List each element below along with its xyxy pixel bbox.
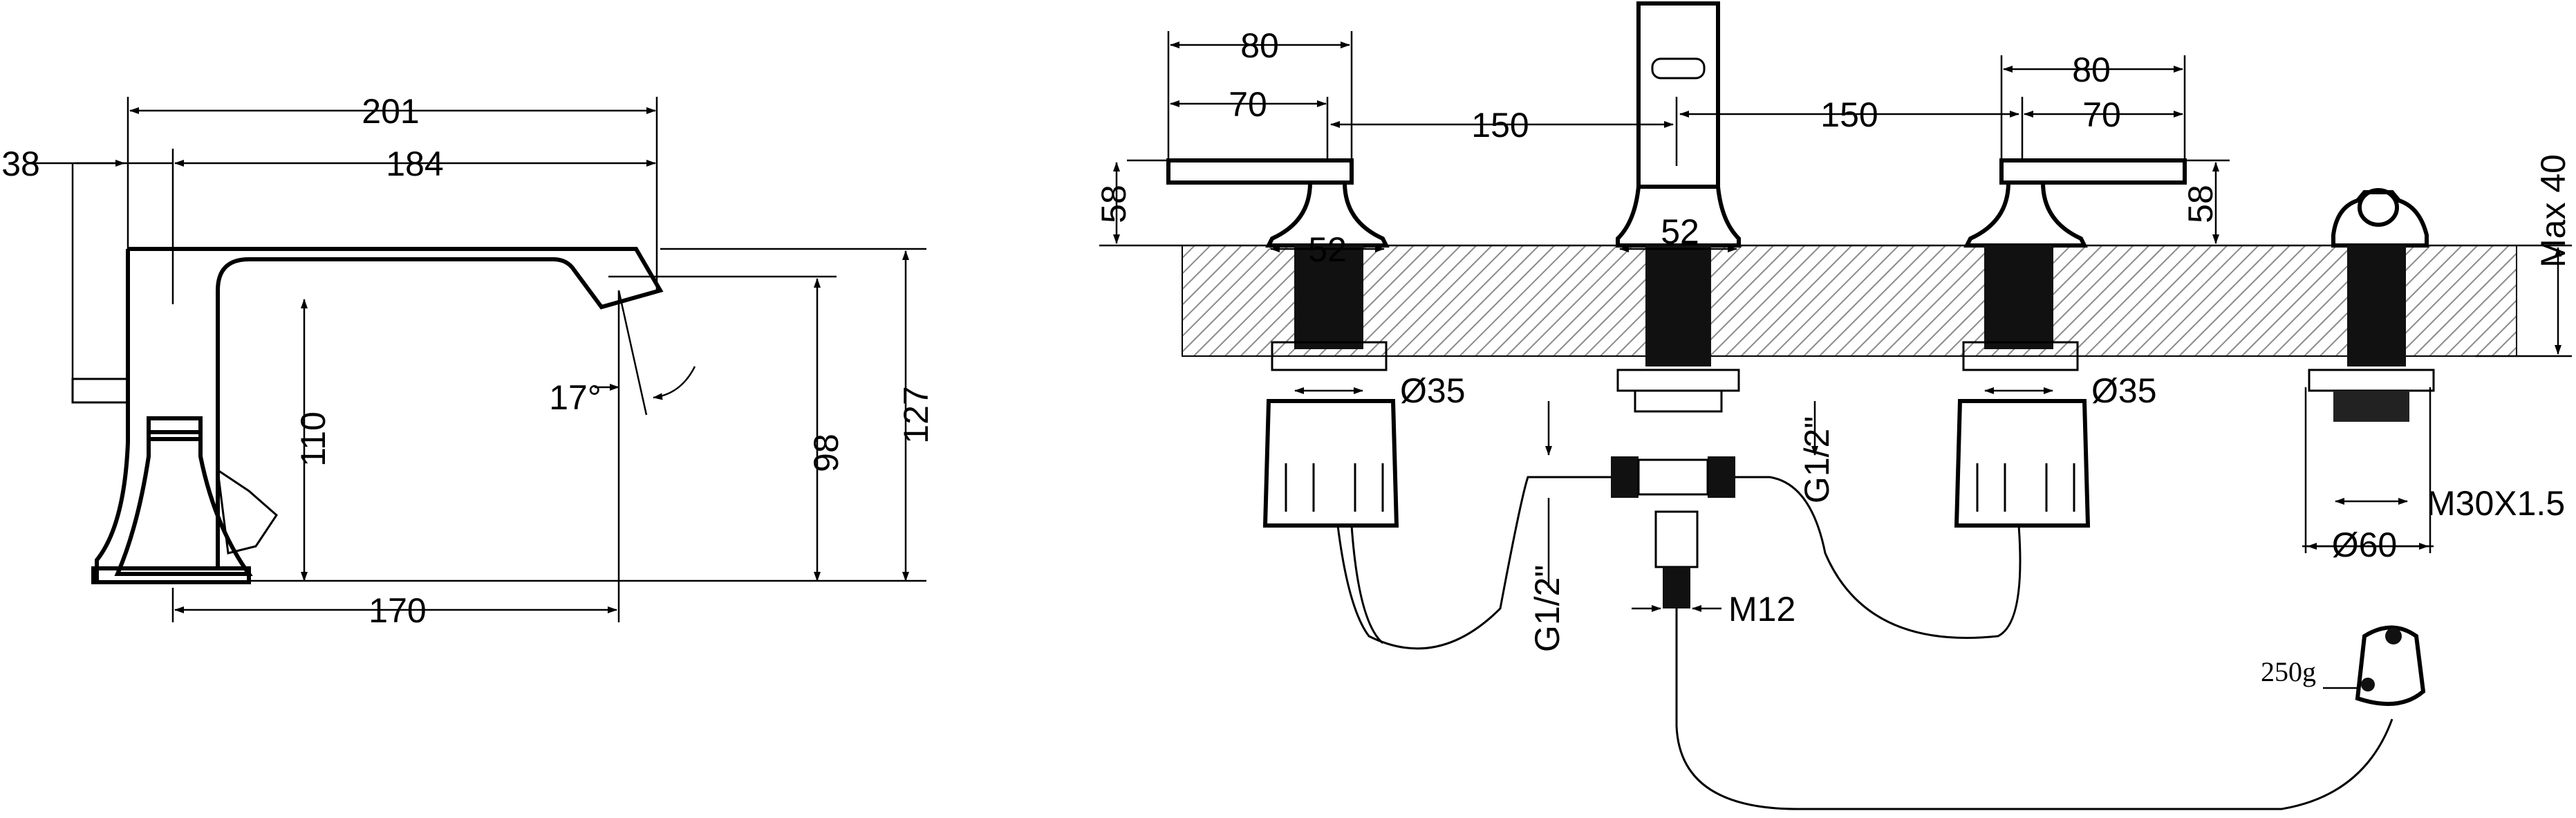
dim-184: 184	[386, 145, 443, 183]
dim-d35-right: Ø35	[2091, 371, 2157, 410]
dim-110: 110	[294, 411, 333, 467]
side-handle	[114, 430, 253, 576]
dim-150-right: 150	[1820, 95, 1878, 134]
dim-38: 38	[1, 145, 40, 183]
hose-left	[1336, 476, 1611, 650]
dim-52-left: 52	[1308, 230, 1347, 269]
dim-70-left: 70	[1229, 85, 1267, 124]
dim-201: 201	[362, 92, 419, 131]
hose-bottom	[1675, 608, 2393, 810]
thread-g12-right: G1/2"	[1798, 416, 1836, 503]
spout-outer	[95, 249, 130, 581]
thread-g12-left: G1/2"	[1528, 565, 1567, 652]
dim-80-right: 80	[2072, 50, 2111, 89]
dim-52-center: 52	[1661, 212, 1699, 251]
center-spout	[1611, 1, 1741, 608]
dim-80-left: 80	[1240, 26, 1279, 65]
dim-58-left: 58	[1094, 185, 1133, 223]
dim-d60: Ø60	[2332, 526, 2398, 564]
dim-98: 98	[807, 434, 846, 472]
thread-m30: M30X1.5	[2427, 484, 2565, 523]
thread-m12: M12	[1728, 590, 1795, 629]
front-view: 80 70 150 150 80 70 58 58 52 52 Max 40 Ø…	[1094, 1, 2573, 810]
base-plate	[91, 566, 251, 584]
spout-body	[128, 247, 664, 570]
left-handle	[1166, 158, 1399, 528]
side-view: 201 184 38 110 98 127 170 17°	[1, 92, 935, 630]
dim-70-right: 70	[2082, 95, 2121, 134]
dim-max40: Max 40	[2534, 154, 2573, 268]
dim-150-left: 150	[1471, 106, 1529, 145]
dim-127: 127	[897, 386, 935, 443]
angle-17: 17°	[549, 378, 601, 417]
hose-left-2	[1350, 525, 1383, 644]
hose-right	[1735, 476, 2022, 639]
dim-58-right: 58	[2181, 185, 2220, 223]
countertop	[1182, 245, 2517, 357]
dim-170: 170	[368, 591, 426, 630]
side-lever-stub	[71, 378, 129, 404]
right-handle	[1954, 158, 2187, 528]
weight-250g	[2323, 625, 2426, 706]
diverter	[2308, 188, 2435, 422]
weight-label: 250g	[2261, 656, 2316, 687]
dim-d35-left: Ø35	[1400, 371, 1466, 410]
side-valve-cap	[216, 467, 278, 555]
side-handle-knob	[147, 416, 203, 441]
